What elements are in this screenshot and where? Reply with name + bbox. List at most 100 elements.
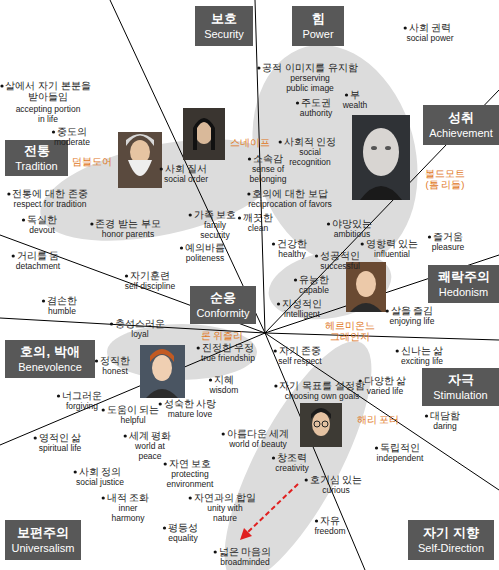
value-dot (296, 101, 299, 104)
value-name-en: social recognition (283, 147, 338, 167)
value-name-en: intelligent (284, 309, 320, 319)
value-name-en: politeness (186, 253, 224, 263)
value-name-ko: 너그러운 (62, 390, 102, 401)
value-dot (279, 140, 282, 143)
value-name-en: world of beauty (229, 439, 287, 449)
value-name-ko: 자유 (320, 515, 340, 526)
category-name-en: Power (302, 27, 333, 41)
value-name-ko: 사회 권력 (409, 22, 452, 33)
value-name-en: detachment (16, 261, 60, 271)
value-dot (425, 414, 428, 417)
value-dot (315, 254, 318, 257)
value-dot (375, 446, 378, 449)
value-name-en: true friendship (201, 353, 255, 363)
sector-line (265, 255, 499, 333)
value-name-en: authority (300, 108, 333, 118)
character-name: 론 위즐리 (201, 330, 244, 341)
value-dot (361, 242, 364, 245)
value-name-ko: 영적인 삶 (39, 432, 82, 443)
value-dot (274, 349, 277, 352)
value-dot (125, 274, 128, 277)
value-category-box: 힘Power (292, 6, 344, 46)
category-name-en: Conformity (196, 306, 249, 320)
value-dot (272, 456, 275, 459)
value-name-en: devout (29, 225, 55, 235)
value-dot (214, 550, 217, 553)
value-dot (189, 496, 192, 499)
value-dot (238, 216, 241, 219)
value-dot (7, 192, 10, 195)
value-name-en: moderate (54, 137, 90, 147)
character-name: 볼드모트 (톰 리들) (420, 168, 470, 190)
value-name-en: unity with nature (202, 503, 248, 523)
value-dot (345, 93, 348, 96)
value-name-en: choosing own goals (285, 391, 360, 401)
sector-line (110, 0, 265, 333)
value-category-box: 보편주의Universalism (5, 520, 81, 560)
value-name-en: family security (195, 220, 235, 240)
value-dot (274, 384, 277, 387)
value-dot (52, 130, 55, 133)
value-category-box: 쾌락주의Hedonism (428, 265, 499, 303)
value-name-en: self respect (278, 356, 321, 366)
value-category-box: 호의, 박애Benevolence (5, 340, 95, 378)
value-dot (102, 408, 105, 411)
value-name-ko: 중도의 (57, 126, 87, 137)
sector-line (0, 333, 265, 445)
value-name-en: healthy (278, 249, 305, 259)
value-name-ko: 정직한 (100, 355, 130, 366)
value-dot (197, 346, 200, 349)
value-name-en: exciting life (401, 356, 443, 366)
value-name-ko: 신나는 삶 (401, 345, 444, 356)
value-name-en: daring (433, 421, 457, 431)
value-dot (277, 302, 280, 305)
value-dot (272, 242, 275, 245)
value-dot (396, 349, 399, 352)
ron-photo (140, 345, 185, 398)
value-dot (257, 66, 260, 69)
value-name-ko: 야망있는 (332, 218, 372, 229)
value-name-ko: 독실한 (27, 214, 57, 225)
category-name-ko: 순응 (210, 290, 236, 306)
value-name-en: enjoying life (390, 316, 435, 326)
voldemort-photo (352, 115, 410, 200)
value-dot (57, 394, 60, 397)
value-dot (189, 213, 192, 216)
character-name: 스네이프 (230, 137, 270, 148)
value-name-ko: 겸손한 (47, 295, 77, 306)
value-name-en: humble (48, 306, 76, 316)
sector-line (265, 333, 365, 570)
value-category-box: 보호Security (195, 6, 253, 46)
value-name-ko: 넓은 마음의 (219, 546, 272, 557)
value-name-en: social power (406, 33, 453, 43)
value-dot (74, 470, 77, 473)
sector-line (0, 235, 265, 333)
value-name-en: honest (102, 366, 128, 376)
value-dot (42, 299, 45, 302)
harry-ellipse (198, 323, 399, 570)
value-dot (315, 519, 318, 522)
value-name-en: loyal (131, 329, 148, 339)
value-name-ko: 사회 질서 (165, 163, 208, 174)
category-name-ko: 힘 (312, 11, 325, 27)
voldemort-ellipse (229, 26, 442, 284)
value-dot (222, 432, 225, 435)
value-name-en: ambitious (334, 229, 370, 239)
value-name-en: sense of belonging (246, 164, 291, 184)
value-name-ko: 성숙한 사랑 (164, 398, 217, 409)
category-name-ko: 보편주의 (17, 525, 69, 541)
dumbledore-photo (118, 132, 162, 188)
value-name-en: forgiving (66, 401, 98, 411)
value-name-en: spiritual life (39, 443, 82, 453)
value-dot (102, 496, 105, 499)
category-name-en: Tradition (15, 159, 57, 173)
sector-line (265, 90, 499, 333)
value-dot (0, 84, 3, 87)
value-dot (164, 462, 167, 465)
category-name-en: Stimulation (433, 388, 487, 402)
value-name-en: social order (164, 174, 208, 184)
value-name-ko: 살을 즐김 (391, 305, 434, 316)
value-name-en: self discipline (125, 281, 176, 291)
category-name-ko: 쾌락주의 (438, 269, 490, 285)
category-name-ko: 자기 지향 (423, 525, 479, 541)
